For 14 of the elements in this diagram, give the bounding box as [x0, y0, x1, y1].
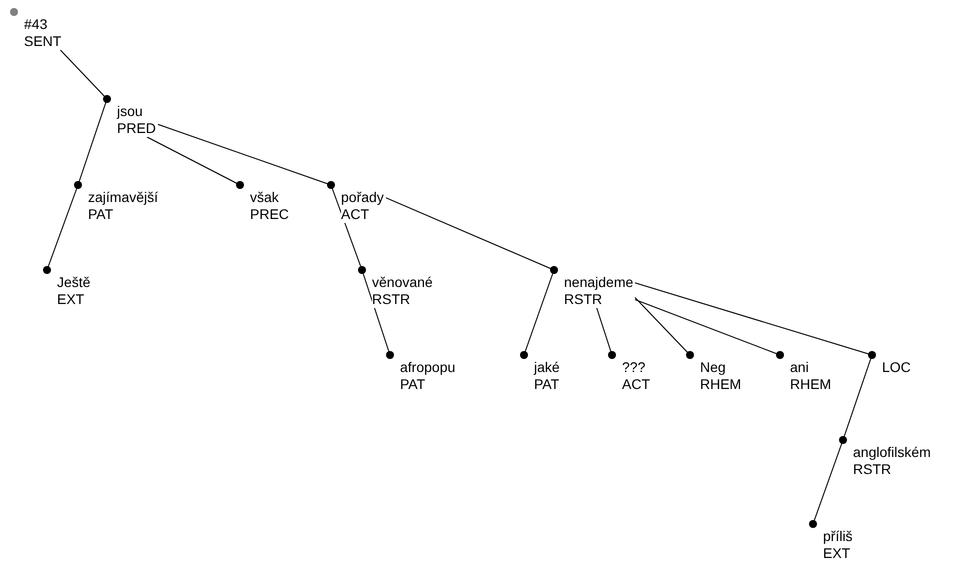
node-functor: PRED [117, 120, 156, 137]
node-functor: RSTR [564, 291, 602, 308]
node-word: příliš [823, 528, 853, 545]
node-word: pořady [341, 189, 384, 206]
node-functor: RSTR [372, 291, 410, 308]
node-word: afropopu [400, 359, 456, 376]
node-word: jaké [534, 359, 560, 376]
node-word: Neg [700, 359, 726, 376]
node-word: zajímavější [88, 189, 158, 206]
node-word: jsou [117, 103, 143, 120]
node-word: anglofilském [853, 444, 931, 461]
node-word: nenajdeme [564, 274, 634, 291]
node-functor: ACT [341, 206, 369, 223]
node-functor: SENT [24, 33, 62, 50]
